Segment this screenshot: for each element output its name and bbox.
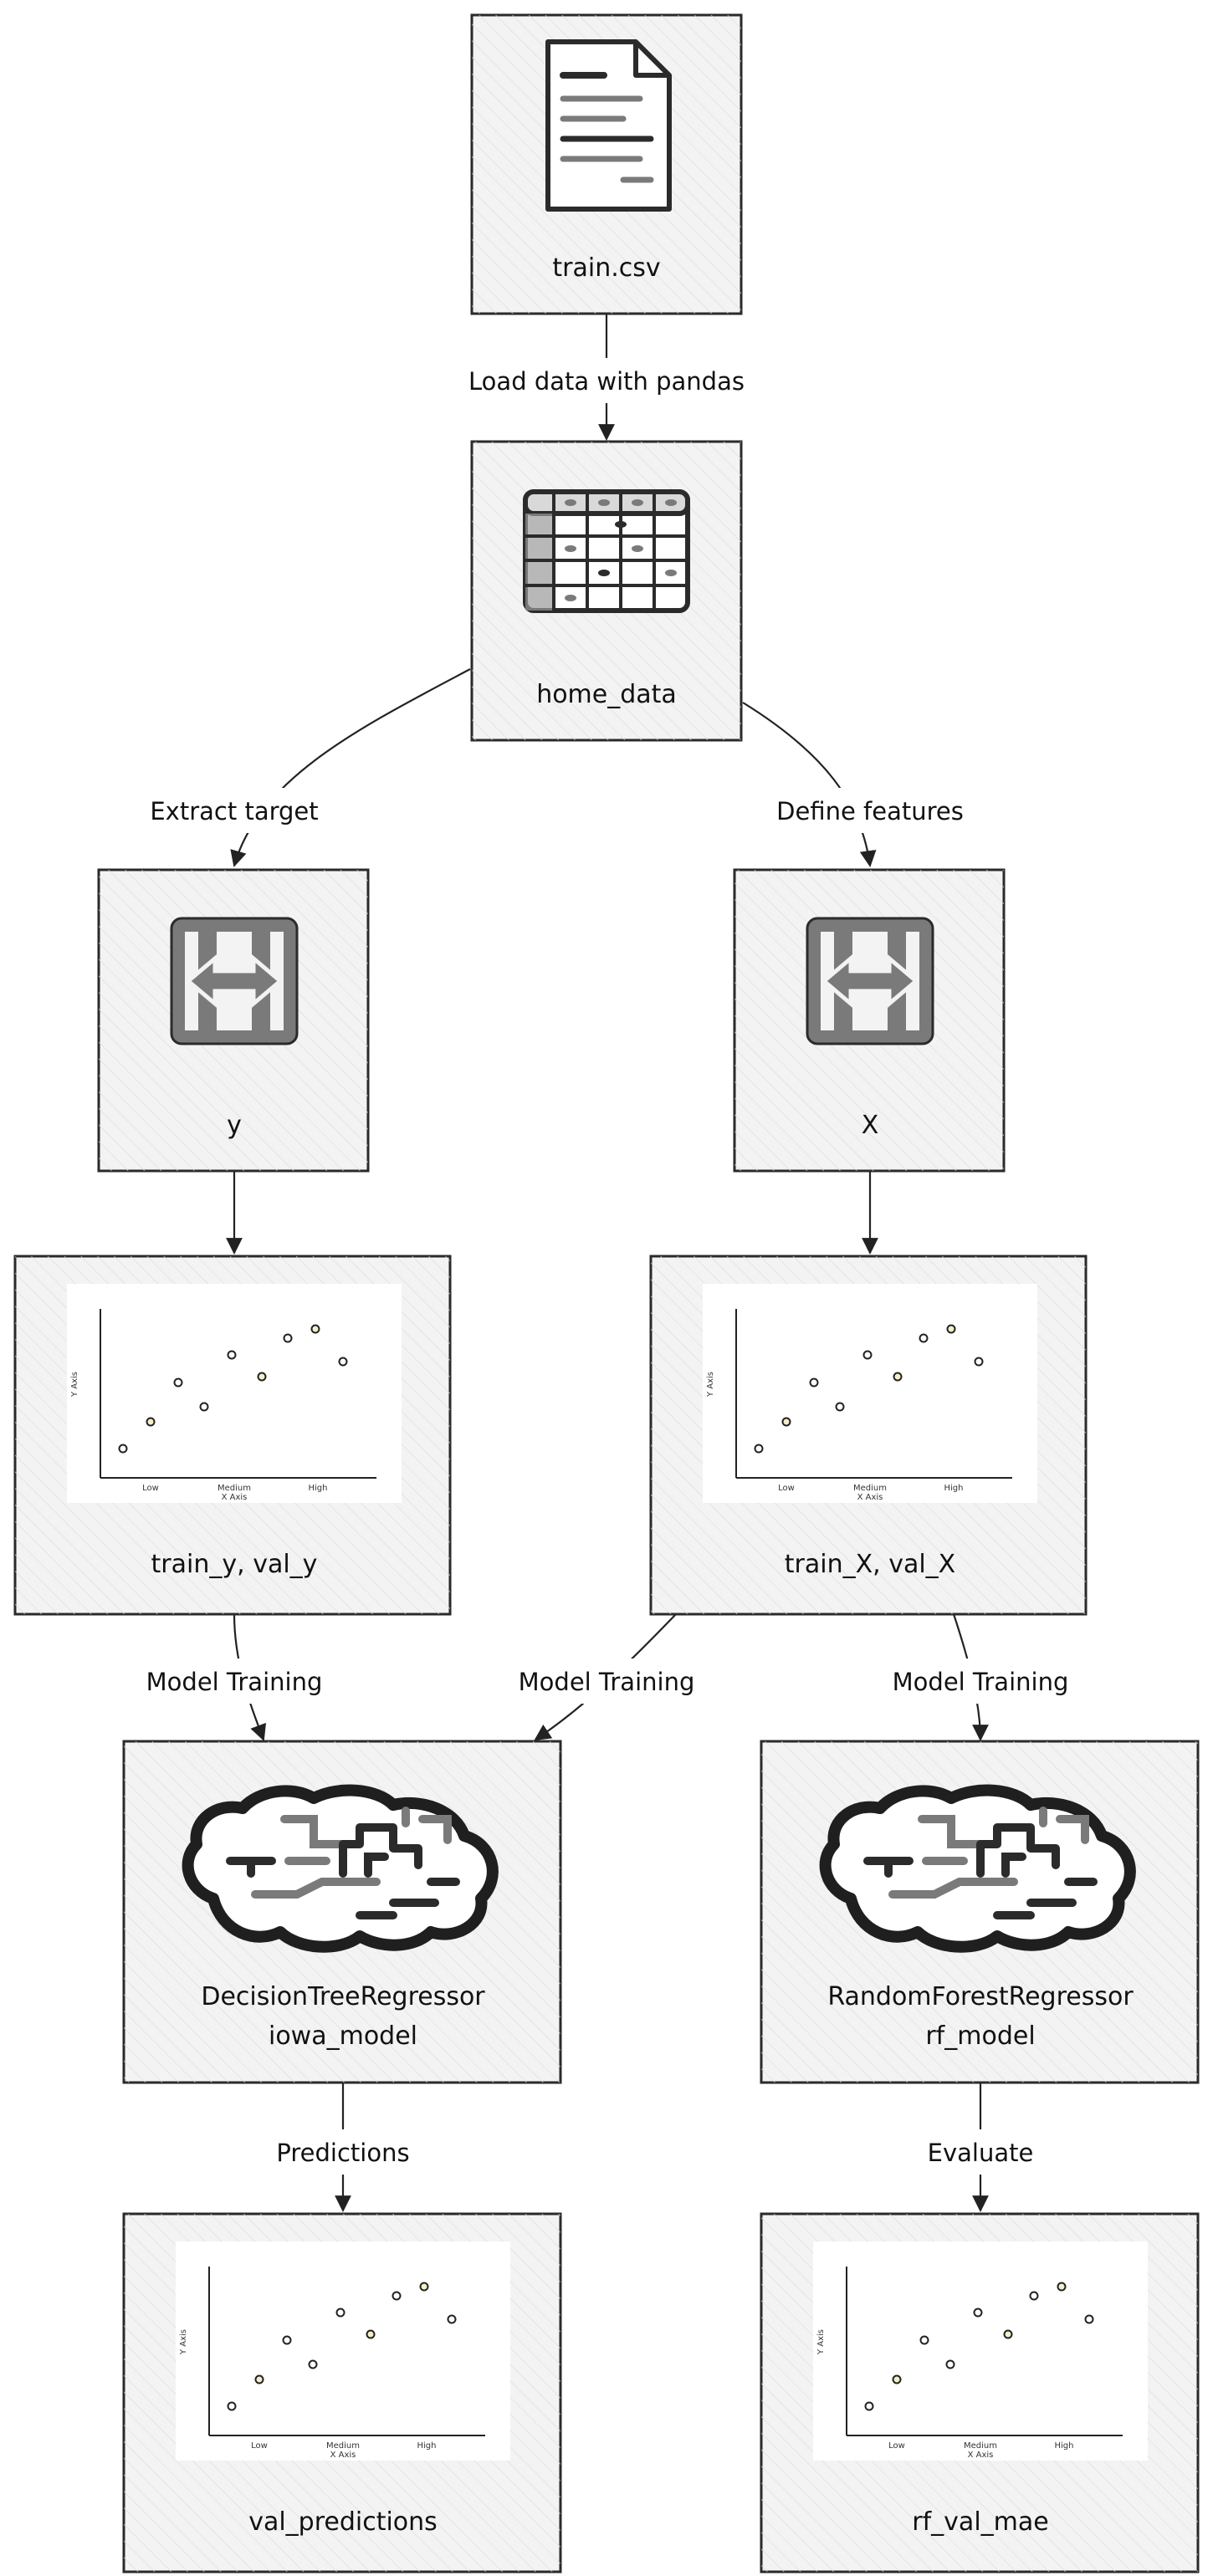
node-y: y: [97, 868, 370, 1173]
brain-icon: [826, 1791, 1130, 1947]
xtick-low: Low: [142, 1484, 159, 1493]
node-label-train-y: train_y, val_y: [151, 1550, 318, 1579]
edge-label-load: Load data with pandas: [468, 367, 745, 396]
node-label-x: X: [862, 1111, 879, 1140]
x-axis-label: X Axis: [968, 2451, 994, 2460]
edge-label-train-2: Model Training: [519, 1668, 695, 1696]
node-label-val-predictions: val_predictions: [248, 2507, 438, 2537]
edge-define-features: [742, 702, 877, 867]
node-train-csv: train.csv: [470, 13, 743, 315]
brain-icon: [188, 1791, 493, 1947]
xtick-low: Low: [888, 2441, 905, 2451]
x-axis-label: X Axis: [857, 1493, 883, 1502]
node-label-rf-val-mae: rf_val_mae: [912, 2507, 1048, 2537]
table-icon: [523, 489, 690, 613]
xtick-medium: Medium: [853, 1484, 887, 1493]
edge-label-extract-target: Extract target: [150, 797, 318, 825]
y-axis-label: Y Axis: [179, 2329, 188, 2355]
xtick-high: High: [1055, 2441, 1074, 2451]
edge-label-predictions: Predictions: [276, 2139, 409, 2167]
node-rf-model: RandomForestRegressor rf_model: [760, 1740, 1200, 2084]
x-axis-label: X Axis: [222, 1493, 248, 1502]
xtick-medium: Medium: [964, 2441, 997, 2451]
xtick-low: Low: [251, 2441, 268, 2451]
y-axis-label: Y Axis: [816, 2329, 826, 2355]
scatter-plot-icon: Low Medium High X Axis Y Axis: [812, 2241, 1149, 2461]
node-x: X: [733, 868, 1006, 1173]
y-axis-label: Y Axis: [70, 1372, 79, 1398]
xtick-medium: Medium: [326, 2441, 360, 2451]
node-train-x: Low Medium High X Axis Y Axis train_X, v…: [649, 1255, 1088, 1616]
scatter-plot-icon: Low Medium High X Axis Y Axis: [702, 1283, 1038, 1504]
edge-label-train-1: Model Training: [146, 1668, 323, 1696]
split-arrow-icon: [171, 918, 297, 1044]
scatter-plot-icon: Low Medium High X Axis Y Axis: [175, 2241, 511, 2461]
node-label-train-csv: train.csv: [552, 253, 660, 283]
node-label-rf-line2: rf_model: [925, 2021, 1035, 2051]
node-train-y: Low Medium High X Axis Y Axis train_y, v…: [13, 1255, 452, 1616]
node-label-home-data: home_data: [536, 680, 677, 709]
split-arrow-icon: [807, 918, 933, 1044]
node-rf-val-mae: Low Medium High X Axis Y Axis rf_val_mae: [760, 2212, 1200, 2573]
node-label-train-x: train_X, val_X: [785, 1550, 955, 1579]
xtick-high: High: [417, 2441, 437, 2451]
x-axis-label: X Axis: [330, 2451, 356, 2460]
node-tree-model: DecisionTreeRegressor iowa_model: [122, 1740, 562, 2084]
edge-label-define-features: Define features: [776, 797, 964, 825]
xtick-high: High: [944, 1484, 964, 1493]
scatter-plot-icon: Low Medium High X Axis Y Axis: [66, 1283, 402, 1504]
node-val-predictions: Low Medium High X Axis Y Axis val_predic…: [122, 2212, 562, 2573]
node-home-data: home_data: [470, 440, 743, 742]
edge-labels: Load data with pandas Extract target Def…: [134, 358, 1081, 2175]
node-label-rf-line1: RandomForestRegressor: [827, 1982, 1134, 2011]
edge-extract-target: [230, 668, 471, 867]
y-axis-label: Y Axis: [706, 1372, 715, 1398]
edge-label-train-3: Model Training: [893, 1668, 1069, 1696]
node-label-tree-line1: DecisionTreeRegressor: [201, 1982, 485, 2011]
node-label-tree-line2: iowa_model: [269, 2021, 417, 2051]
xtick-low: Low: [778, 1484, 795, 1493]
edge-label-evaluate: Evaluate: [928, 2139, 1034, 2167]
document-icon: [545, 39, 672, 212]
node-label-y: y: [227, 1111, 242, 1140]
xtick-medium: Medium: [218, 1484, 251, 1493]
xtick-high: High: [309, 1484, 328, 1493]
